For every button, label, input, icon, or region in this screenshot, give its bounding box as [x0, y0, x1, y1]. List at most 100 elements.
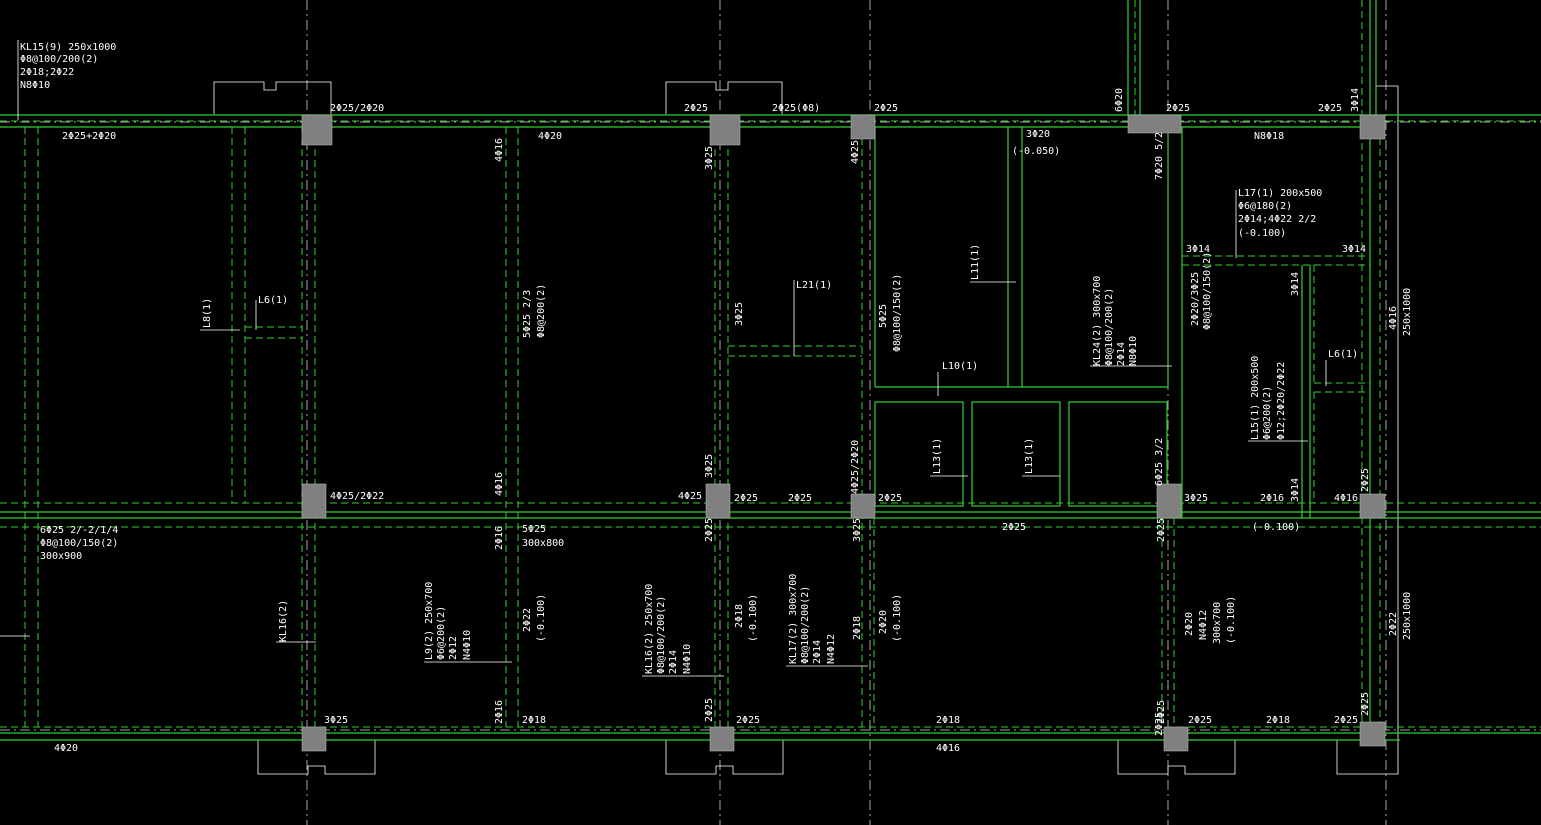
- rebar-label: 2Φ25: [878, 493, 902, 504]
- rebar-label: 3Φ25: [852, 518, 863, 542]
- l9-waist: N4Φ10: [462, 630, 473, 660]
- elevation-label: (-0.100): [748, 594, 759, 642]
- rebar-label: 3Φ14: [1290, 272, 1301, 296]
- rebar-label: 7Φ20 5/2: [1154, 132, 1165, 180]
- rebar-label: 2Φ25/2Φ20: [330, 103, 384, 114]
- rebar-label: N4Φ12: [1198, 610, 1209, 640]
- rebar-label: 5Φ25: [522, 524, 546, 535]
- leader-lines: [0, 40, 1327, 677]
- rebar-label: Φ8@200(2): [536, 284, 547, 338]
- rebar-label: 2Φ25: [704, 518, 715, 542]
- beam-label: L6(1): [258, 295, 288, 306]
- beam-label: L6(1): [1328, 349, 1358, 360]
- kl17-stirrup: Φ8@100/200(2): [800, 586, 811, 664]
- elevation-label: (-0.100): [536, 594, 547, 642]
- elevation-label: (-0.100): [892, 594, 903, 642]
- rebar-label: 6Φ20: [1114, 88, 1125, 112]
- elevation-label: (-0.100): [1252, 522, 1300, 533]
- rebar-label: 2Φ25: [1156, 518, 1167, 542]
- rebar-label: 2Φ20: [1184, 612, 1195, 636]
- rebar-label: 2Φ25: [704, 698, 715, 722]
- column: [1163, 726, 1189, 752]
- elevation-label: (-0.100): [1226, 596, 1237, 644]
- rebar-label: 2Φ18: [852, 616, 863, 640]
- beam-label: L13(1): [932, 438, 943, 474]
- kl15-rebar: 2Φ18;2Φ22: [20, 67, 74, 78]
- kl16-stirrup: Φ8@100/200(2): [656, 596, 667, 674]
- kl15-label: KL15(9) 250x1000: [20, 42, 116, 53]
- rebar-label: 2Φ25: [1166, 103, 1190, 114]
- beam-box-3: [1068, 401, 1168, 507]
- beam-label: L21(1): [796, 280, 832, 291]
- beam-label: L13(1): [1024, 438, 1035, 474]
- l17-elev: (-0.100): [1238, 228, 1286, 239]
- rebar-label: 3Φ14: [1186, 244, 1210, 255]
- rebar-label: 2Φ25: [736, 715, 760, 726]
- rebar-label: 2Φ22: [522, 608, 533, 632]
- rebar-label: 4Φ16: [494, 138, 505, 162]
- rebar-label: 3Φ25: [704, 146, 715, 170]
- pedestal-top-1: [213, 81, 332, 114]
- column: [1156, 483, 1182, 519]
- beam-solid-lines: [0, 0, 1541, 741]
- column: [705, 483, 731, 519]
- rebar-label: 2Φ25(Φ8): [772, 103, 820, 114]
- kl16-waist: N4Φ10: [682, 644, 693, 674]
- column: [1127, 114, 1182, 134]
- rebar-label: 2Φ16: [494, 526, 505, 550]
- rebar-label: 4Φ16: [494, 472, 505, 496]
- l17-stirrup: Φ6@180(2): [1238, 201, 1292, 212]
- rebar-label: 2Φ18: [936, 715, 960, 726]
- kl24-stirrup: Φ8@100/200(2): [1104, 288, 1115, 366]
- rebar-label: 2Φ25: [1002, 522, 1026, 533]
- rebar-label: 4Φ20: [538, 131, 562, 142]
- section-label: 250x1000: [1402, 288, 1413, 336]
- rebar-label: 4Φ25: [678, 491, 702, 502]
- rebar-label: 4Φ20: [54, 743, 78, 754]
- rebar-label: 2Φ18: [1266, 715, 1290, 726]
- rebar-label: 2Φ25: [1318, 103, 1342, 114]
- rebar-label: 2Φ20/3Φ25: [1190, 272, 1201, 326]
- rebar-label: 5Φ25: [878, 304, 889, 328]
- l17-rebar: 2Φ14;4Φ22 2/2: [1238, 214, 1316, 225]
- rebar-label: 3Φ14: [1350, 88, 1361, 112]
- rebar-label: 4Φ16: [936, 743, 960, 754]
- beam-label: L10(1): [942, 361, 978, 372]
- kl17-label: KL17(2) 300x700: [788, 574, 799, 664]
- rebar-label: 2Φ25: [684, 103, 708, 114]
- pedestal-bot-3: [1117, 740, 1236, 775]
- kl16-label: KL16(2) 250x700: [644, 584, 655, 674]
- rebar-label: 3Φ25: [1184, 493, 1208, 504]
- kl24-waist: N8Φ10: [1128, 336, 1139, 366]
- kl-bottom-section: 300x900: [40, 551, 82, 562]
- rebar-label: 2Φ18: [522, 715, 546, 726]
- rebar-label: 3Φ25: [704, 454, 715, 478]
- rebar-label: 4Φ16: [1388, 306, 1399, 330]
- rebar-label: 2Φ18: [734, 604, 745, 628]
- rebar-label: 2Φ25+2Φ20: [62, 131, 116, 142]
- kl17-rebar: 2Φ14: [812, 640, 823, 664]
- rebar-label: 2Φ25: [1334, 715, 1358, 726]
- pedestal-outlines: [213, 81, 1399, 775]
- rebar-label: N8Φ18: [1254, 131, 1284, 142]
- beam-dashed-lines: [0, 0, 1541, 728]
- rebar-annotations: KL15(9) 250x1000 Φ8@100/200(2) 2Φ18;2Φ22…: [20, 42, 1413, 754]
- beam-box-1: [874, 401, 964, 507]
- rebar-label: 2Φ16: [494, 700, 505, 724]
- column: [709, 114, 741, 146]
- rebar-label: 2Φ20: [878, 610, 889, 634]
- rebar-label: 2Φ16: [1260, 493, 1284, 504]
- rebar-label: (-0.050): [1012, 146, 1060, 157]
- kl17-waist: N4Φ12: [826, 634, 837, 664]
- l9-stirrup: Φ6@200(2): [436, 606, 447, 660]
- rebar-label: 4Φ16: [1334, 493, 1358, 504]
- rebar-label: 2Φ25: [788, 493, 812, 504]
- rebar-label: 6Φ25 3/2: [1154, 438, 1165, 486]
- pedestal-bot-2: [665, 740, 784, 775]
- column: [1359, 721, 1386, 747]
- l17-label: L17(1) 200x500: [1238, 188, 1322, 199]
- column: [1359, 114, 1386, 140]
- kl-bottom-rebar: 6Φ25 2/-2/1/4: [40, 525, 118, 536]
- rebar-label: 2Φ25: [1154, 712, 1165, 736]
- columns: [301, 114, 1386, 752]
